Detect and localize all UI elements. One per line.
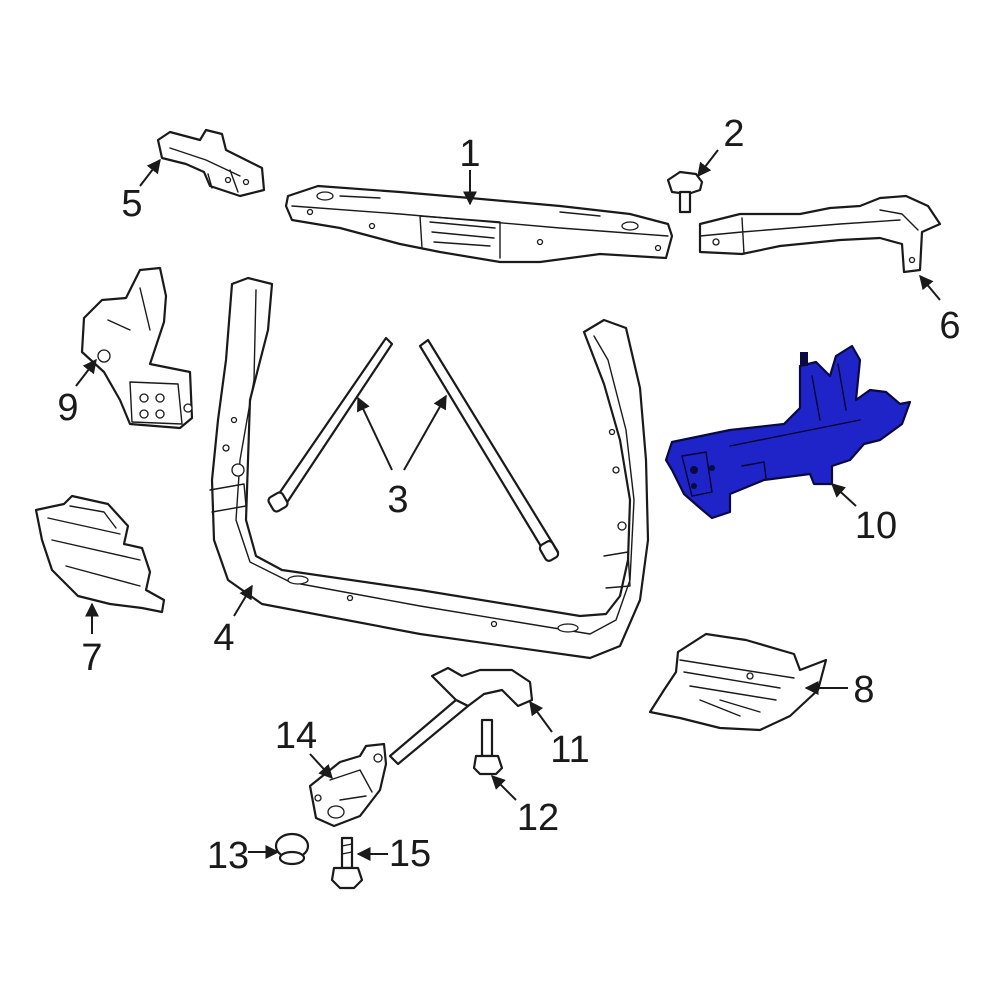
part-11-latch-rod[interactable] xyxy=(388,666,534,766)
callout-15: 15 xyxy=(389,833,431,875)
callout-8: 8 xyxy=(853,669,874,711)
part-8-shield[interactable] xyxy=(648,632,828,732)
callout-3: 3 xyxy=(387,479,408,521)
part-4-radiator-support[interactable] xyxy=(209,276,650,660)
callout-labels: 1 2 3 4 5 6 7 8 9 10 11 12 13 14 15 xyxy=(57,113,960,877)
callout-2: 2 xyxy=(723,113,744,155)
part-5-bracket[interactable] xyxy=(156,128,266,198)
part-13-grommet[interactable] xyxy=(274,832,310,866)
part-15-bolt[interactable] xyxy=(330,836,364,890)
callout-12: 12 xyxy=(517,797,559,839)
callout-9: 9 xyxy=(57,387,78,429)
callout-1: 1 xyxy=(459,133,480,175)
part-3-struts[interactable] xyxy=(267,336,560,562)
part-7-shield[interactable] xyxy=(34,494,166,614)
part-12-bolt[interactable] xyxy=(472,718,504,776)
callout-4: 4 xyxy=(213,617,234,659)
leader-lines xyxy=(75,149,941,861)
callout-11: 11 xyxy=(550,729,589,771)
part-1-upper-crossmember[interactable] xyxy=(284,184,674,264)
callout-14: 14 xyxy=(275,715,317,757)
callout-13: 13 xyxy=(207,835,249,877)
callout-6: 6 xyxy=(939,305,960,347)
part-2-bolt[interactable] xyxy=(666,170,704,214)
callout-7: 7 xyxy=(81,637,102,679)
part-9-bracket[interactable] xyxy=(80,266,194,430)
part-10-bracket-highlighted[interactable] xyxy=(664,344,912,520)
callout-10: 10 xyxy=(855,505,897,547)
part-14-latch-bracket[interactable] xyxy=(308,742,388,828)
part-6-extension[interactable] xyxy=(698,194,942,274)
callout-5: 5 xyxy=(121,183,142,225)
